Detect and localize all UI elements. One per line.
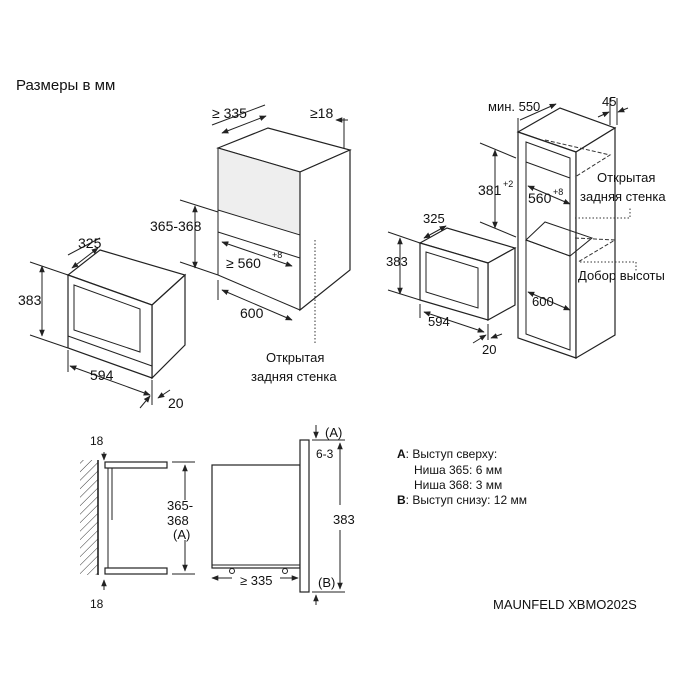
- dim-height: 383: [386, 254, 408, 269]
- legend: A: Выступ сверху: Ниша 365: 6 мм Ниша 36…: [397, 447, 527, 507]
- dim-gap: 45: [602, 94, 616, 109]
- label-b: (B): [318, 575, 335, 590]
- dim-a-value: 6-3: [316, 447, 334, 461]
- filler-label: Добор высоты: [578, 268, 665, 283]
- dim-niche-width: 560: [528, 190, 552, 206]
- dim-niche-width: ≥ 560: [226, 255, 261, 271]
- wall-hatch: [80, 460, 98, 575]
- model-name: MAUNFELD XBMO202S: [493, 597, 637, 612]
- label-a: (A): [325, 425, 342, 440]
- legend-a-line2: Ниша 368: 3 мм: [414, 478, 502, 492]
- dim-depth: ≥ 335: [212, 105, 247, 121]
- dim-front: 20: [168, 395, 184, 411]
- legend-b: B: Выступ снизу: 12 мм: [397, 493, 527, 507]
- legend-a: A: Выступ сверху:: [397, 447, 497, 461]
- dim-niche-depth: 600: [532, 294, 554, 309]
- dim-width: 594: [428, 314, 450, 329]
- page-title: Размеры в мм: [16, 77, 115, 94]
- dim-bottom-gap: 18: [90, 597, 104, 611]
- open-back-label-2: задняя стенка: [251, 369, 337, 384]
- dim-niche-a: (A): [173, 527, 190, 542]
- dim-niche-depth: 600: [240, 305, 264, 321]
- dim-niche-height: 365-368: [150, 218, 202, 234]
- dim-front: 20: [482, 342, 496, 357]
- dim-niche-2: 368: [167, 513, 189, 528]
- niche-view-middle: ≥ 335 ≥18 365-368 ≥ 560 +8 600 Открытая …: [150, 104, 352, 384]
- dim-niche-height-tol: +2: [503, 179, 513, 189]
- dim-niche-1: 365-: [167, 498, 193, 513]
- dim-side: ≥18: [310, 105, 333, 121]
- dim-depth: 325: [78, 235, 102, 251]
- tall-cabinet-view-right: мин. 550 45 381 +2 560 +8 Открытая задня…: [386, 94, 666, 360]
- open-back-label-1: Открытая: [266, 350, 324, 365]
- legend-a-line1: Ниша 365: 6 мм: [414, 463, 502, 477]
- dim-niche-width-tol: +8: [553, 187, 563, 197]
- section-view: 18 18 365- 368 (A) ≥ 335 (A) 6-3 383 (B): [80, 425, 355, 611]
- dim-depth: 325: [423, 211, 445, 226]
- dim-width: 594: [90, 367, 114, 383]
- microwave-view-left: 325 383 594 20: [18, 235, 187, 411]
- dim-height: 383: [333, 512, 355, 527]
- dim-niche-width-tol: +8: [272, 250, 282, 260]
- dim-min-depth: мин. 550: [488, 99, 540, 114]
- open-back-label-2: задняя стенка: [580, 189, 666, 204]
- dim-niche-height: 381: [478, 182, 502, 198]
- open-back-label-1: Открытая: [597, 170, 655, 185]
- dim-depth: ≥ 335: [240, 573, 272, 588]
- dim-top-gap: 18: [90, 434, 104, 448]
- dim-height: 383: [18, 292, 42, 308]
